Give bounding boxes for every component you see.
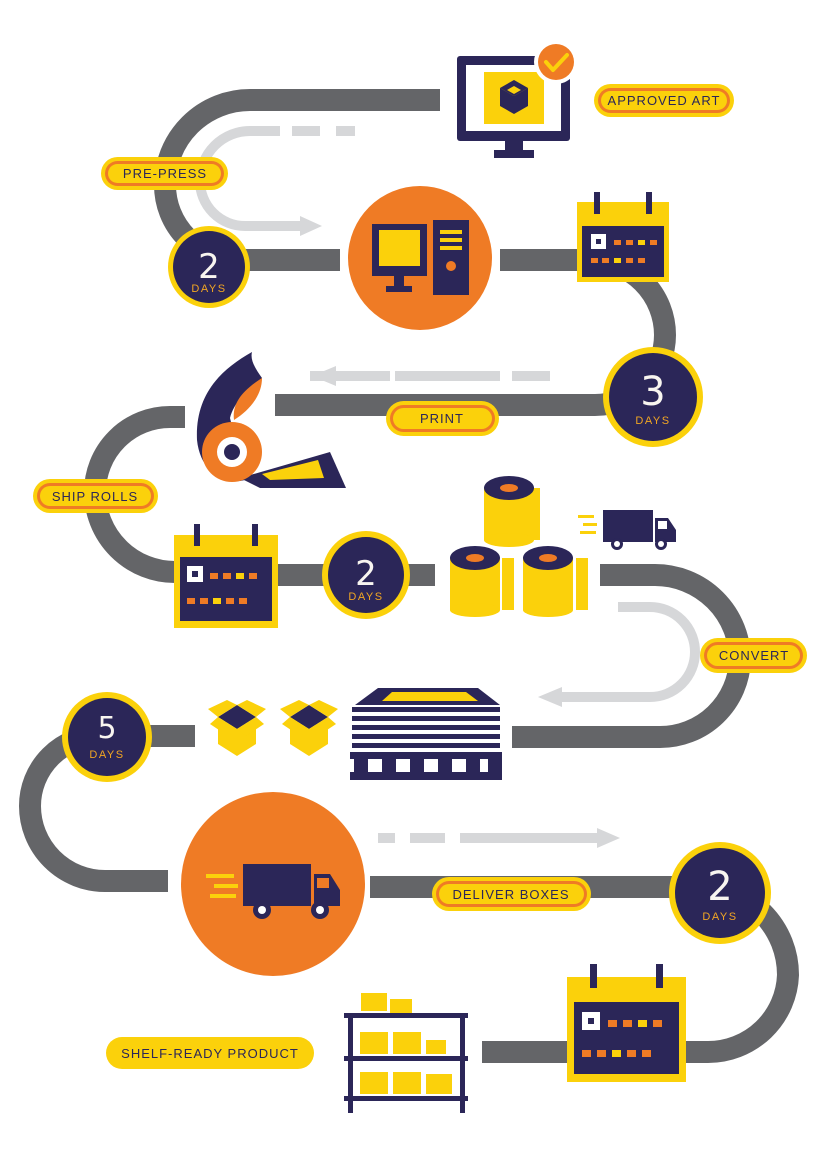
svg-text:SHIP ROLLS: SHIP ROLLS — [52, 489, 138, 504]
svg-text:3: 3 — [640, 369, 665, 415]
flow-arrows — [194, 126, 701, 843]
label-shelf-ready-product: SHELF-READY PRODUCT — [106, 1037, 314, 1069]
svg-text:SHELF-READY PRODUCT: SHELF-READY PRODUCT — [121, 1046, 299, 1061]
delivery-truck-icon — [181, 792, 365, 976]
computer-tower-icon — [348, 186, 492, 330]
label-pre-press: PRE-PRESS — [101, 157, 228, 190]
duration-badge: 2 DAYS — [669, 842, 771, 944]
svg-text:CONVERT: CONVERT — [719, 648, 789, 663]
svg-text:DAYS: DAYS — [191, 283, 226, 295]
calendar-icon — [567, 964, 686, 1082]
label-roll-print-icon — [196, 352, 346, 488]
svg-text:2: 2 — [355, 554, 377, 594]
label-convert: CONVERT — [700, 638, 807, 673]
delivery-truck-icon — [578, 510, 676, 550]
label-ship-rolls: SHIP ROLLS — [33, 479, 158, 513]
label-approved-art: APPROVED ART — [594, 84, 734, 117]
open-box-icon — [208, 700, 266, 756]
open-box-icon — [280, 700, 338, 756]
duration-badge: 3 DAYS — [603, 347, 703, 447]
duration-badge: 5 DAYS — [62, 692, 152, 782]
svg-text:2: 2 — [198, 247, 220, 287]
label-rolls-stack-icon — [450, 476, 588, 617]
svg-text:DAYS: DAYS — [635, 415, 670, 427]
pallet-stack-icon — [350, 688, 502, 780]
duration-badge: 2 DAYS — [322, 531, 410, 619]
svg-text:PRE-PRESS: PRE-PRESS — [123, 166, 207, 181]
svg-text:APPROVED ART: APPROVED ART — [608, 93, 721, 108]
label-print: PRINT — [386, 401, 499, 436]
shelf-boxes-icon — [344, 993, 468, 1113]
svg-text:5: 5 — [97, 711, 116, 746]
svg-text:DAYS: DAYS — [89, 749, 124, 761]
label-deliver-boxes: DELIVER BOXES — [432, 877, 591, 911]
svg-text:DAYS: DAYS — [348, 591, 383, 603]
svg-text:PRINT: PRINT — [420, 411, 464, 426]
calendar-icon — [577, 192, 669, 282]
calendar-icon — [174, 524, 278, 628]
svg-text:DELIVER BOXES: DELIVER BOXES — [452, 887, 569, 902]
svg-text:DAYS: DAYS — [702, 911, 737, 923]
duration-badge: 2 DAYS — [168, 226, 250, 308]
arrow-heads — [300, 216, 620, 848]
monitor-box-check-icon — [457, 40, 578, 158]
svg-text:2: 2 — [707, 864, 732, 910]
